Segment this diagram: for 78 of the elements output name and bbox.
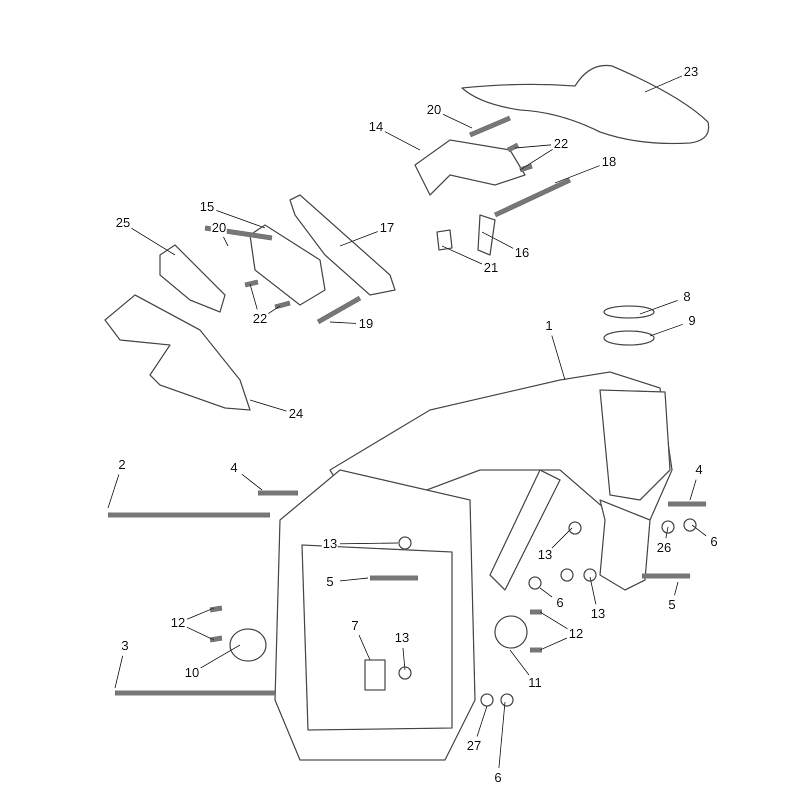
leader-line <box>540 588 552 598</box>
callout-number: 6 <box>493 771 503 785</box>
leader-line <box>551 335 566 380</box>
leader-line <box>640 300 678 314</box>
leader-line <box>402 648 406 670</box>
leader-line <box>554 165 600 184</box>
leader-line <box>186 608 214 620</box>
leader-line <box>540 612 568 630</box>
callout-number: 6 <box>555 596 565 610</box>
leader-line <box>268 306 280 314</box>
callout-number: 5 <box>325 575 335 589</box>
leader-line <box>674 582 678 596</box>
leader-line <box>644 76 682 92</box>
leader-line <box>241 474 262 490</box>
leader-line <box>340 231 378 246</box>
leader-line <box>223 236 228 246</box>
leader-line <box>186 626 214 640</box>
callout-number: 4 <box>229 461 239 475</box>
leader-line <box>498 702 506 768</box>
callout-number: 6 <box>709 535 719 549</box>
callout-number: 23 <box>682 65 700 79</box>
callout-number: 19 <box>358 317 374 331</box>
callout-number: 20 <box>426 103 442 117</box>
leader-line <box>650 324 684 336</box>
callout-number: 25 <box>114 216 132 230</box>
leader-line <box>552 528 572 548</box>
callout-number: 13 <box>536 548 554 562</box>
leader-line <box>384 131 420 150</box>
callout-number: 27 <box>466 739 482 753</box>
leader-line <box>108 474 120 508</box>
callout-number: 17 <box>378 221 396 235</box>
leader-line <box>114 655 124 688</box>
leader-line <box>131 228 176 256</box>
leader-line <box>250 284 258 310</box>
callout-number: 16 <box>514 246 530 260</box>
leader-line <box>482 232 514 249</box>
callout-number: 12 <box>568 627 584 641</box>
leader-line <box>540 638 568 650</box>
callout-number: 3 <box>120 639 130 653</box>
callout-number: 2 <box>117 458 127 472</box>
callout-number: 9 <box>687 314 697 328</box>
leader-line <box>692 524 707 536</box>
leader-line <box>216 210 266 228</box>
callout-number: 12 <box>170 616 186 630</box>
leader-line <box>514 144 552 148</box>
callout-number: 24 <box>288 407 304 421</box>
leader-line <box>476 706 488 737</box>
leader-line <box>250 400 287 412</box>
callout-number: 22 <box>252 312 268 326</box>
callout-number: 8 <box>682 290 692 304</box>
leader-line <box>330 322 356 324</box>
callout-number: 15 <box>198 200 216 214</box>
leader-line <box>510 650 530 676</box>
leader-line <box>442 114 472 128</box>
leader-line <box>590 576 596 605</box>
callout-number: 13 <box>590 607 606 621</box>
leader-line <box>665 526 668 539</box>
callout-number: 21 <box>482 261 500 275</box>
leader-line <box>340 542 398 544</box>
callout-number: 13 <box>394 631 410 645</box>
leader-line <box>520 148 553 170</box>
callout-number: 5 <box>667 598 677 612</box>
callout-number: 20 <box>210 221 228 235</box>
callout-number: 1 <box>544 319 554 333</box>
callout-number: 18 <box>600 155 618 169</box>
leader-line <box>442 246 482 264</box>
callout-number: 11 <box>527 676 543 690</box>
leader-line <box>358 634 370 660</box>
callout-number: 7 <box>350 619 360 633</box>
callout-number: 14 <box>368 120 384 134</box>
callout-number: 26 <box>656 541 672 555</box>
leader-line <box>340 578 368 582</box>
leader-line <box>200 644 240 668</box>
leader-line <box>690 479 697 500</box>
callout-number: 13 <box>322 537 338 551</box>
callout-number: 10 <box>184 666 200 680</box>
callout-number: 4 <box>694 463 704 477</box>
callout-number: 22 <box>552 137 570 151</box>
